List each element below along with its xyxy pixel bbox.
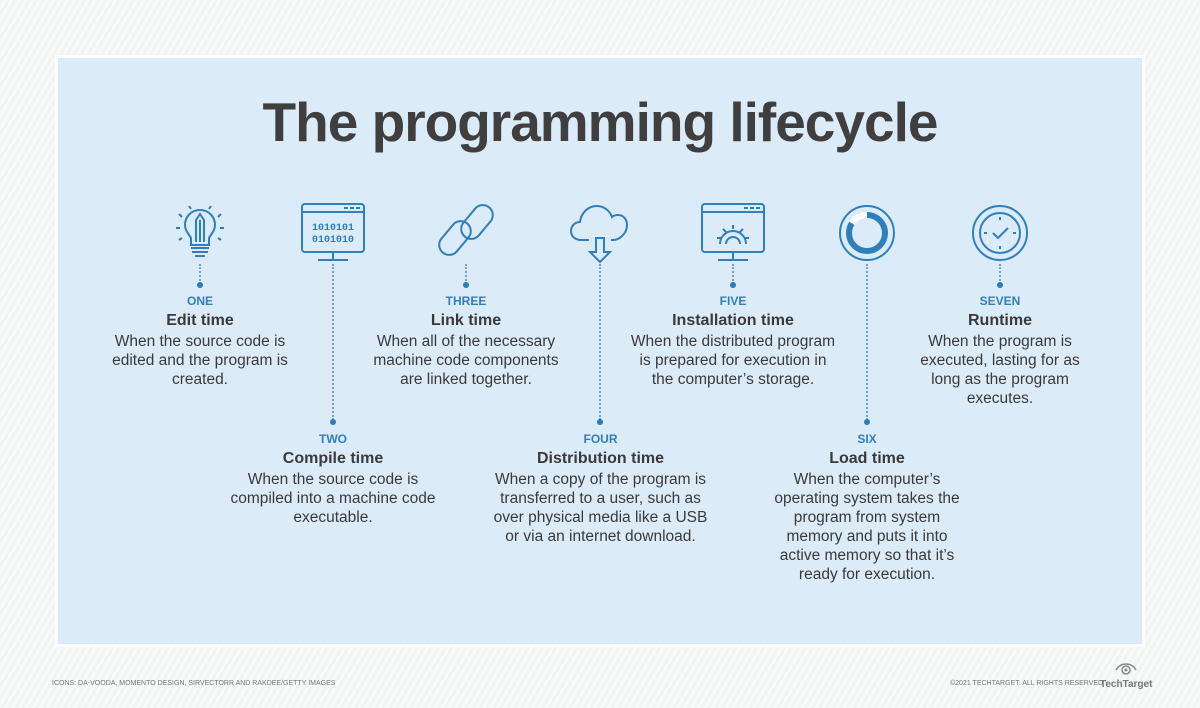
svg-text:1010101: 1010101 [312,223,354,234]
chain-link-icon [431,198,501,268]
step-five: FIVE Installation time When the distribu… [628,292,838,389]
connector-line [599,264,601,420]
step-number: SEVEN [979,294,1021,308]
eye-icon [1115,663,1137,675]
clock-icon [965,198,1035,268]
step-number: ONE [186,294,213,308]
step-number: FOUR [583,432,618,446]
step-description: When the distributed program is prepared… [630,333,836,388]
connector-line [465,264,467,284]
icon-credits: ICONS: DA-VOODA, MOMENTO DESIGN, SIRVECT… [52,680,336,687]
step-description: When a copy of the program is transferre… [493,471,708,545]
connector-line [866,264,868,420]
step-name: Distribution time [536,450,665,467]
step-name: Compile time [282,450,384,467]
connector-dot [597,419,603,425]
logo-text: TechTarget [1100,679,1153,690]
step-name: Link time [430,312,502,329]
step-description: When the computer’s operating system tak… [774,471,960,583]
connector-dot [730,282,736,288]
connector-dot [197,282,203,288]
monitor-gear-icon [698,198,768,268]
page-title: The programming lifecycle [262,91,939,153]
connector-dot [463,282,469,288]
step-three: THREE Link time When all of the necessar… [366,292,566,389]
connector-dot [864,419,870,425]
lightbulb-pencil-icon [165,198,235,268]
techtarget-logo: TechTarget [1100,662,1152,690]
loading-circle-icon [832,198,902,268]
step-two: TWO Compile time When the source code is… [223,430,443,527]
connector-dot [330,419,336,425]
step-four: FOUR Distribution time When a copy of th… [493,430,708,546]
connector-line [332,264,334,420]
step-name: Runtime [968,312,1032,329]
connector-line [199,264,201,284]
step-description: When the program is executed, lasting fo… [920,333,1080,407]
step-description: When the source code is compiled into a … [230,471,436,526]
copyright: ©2021 TECHTARGET. ALL RIGHTS RESERVED [950,680,1104,687]
step-seven: SEVEN Runtime When the program is execut… [905,292,1095,408]
step-number: TWO [319,432,347,446]
step-one: ONE Edit time When the source code is ed… [105,292,295,389]
step-description: When the source code is edited and the p… [112,333,288,388]
step-number: THREE [445,294,487,308]
step-six: SIX Load time When the computer’s operat… [767,430,967,584]
svg-text:0101010: 0101010 [312,235,354,246]
step-number: FIVE [719,294,747,308]
cloud-download-icon [565,198,635,268]
step-description: When all of the necessary machine code c… [373,333,559,388]
step-name: Edit time [166,312,234,329]
connector-dot [997,282,1003,288]
connector-line [999,264,1001,284]
step-name: Load time [829,450,905,467]
step-name: Installation time [672,312,794,329]
connector-line [732,264,734,284]
step-number: SIX [857,432,877,446]
